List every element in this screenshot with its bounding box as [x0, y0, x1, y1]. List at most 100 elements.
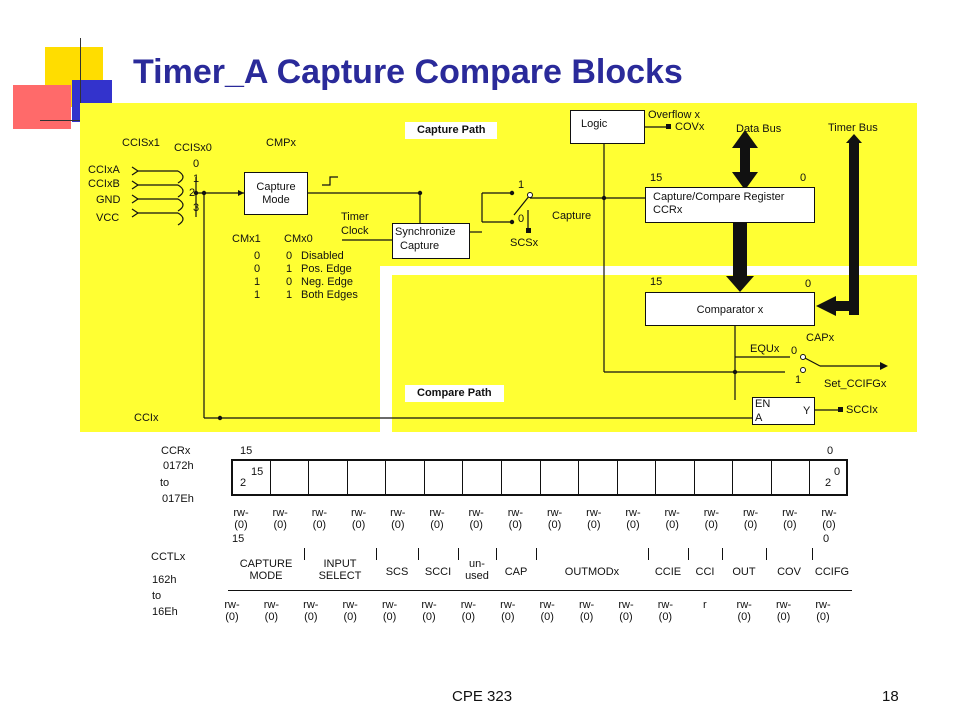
cctl-field-text: used [465, 570, 489, 582]
reset-value: (0) [547, 519, 562, 531]
ccr-bit-access: rw-(0) [778, 507, 802, 531]
access-type: rw- [350, 507, 367, 519]
cctl-field-divider [812, 548, 813, 560]
ccr-bit-access: rw-(0) [464, 507, 488, 531]
cctl-field-divider [688, 548, 689, 560]
reset-value: (0) [312, 519, 327, 531]
input-ccixb: CCIxB [88, 178, 120, 190]
ccr-reg-addr-start: 0172h [163, 460, 194, 472]
ccr-bit-divider [500, 459, 502, 496]
access-type: rw- [782, 507, 798, 519]
access-type: rw- [546, 507, 563, 519]
cm-row-b1: 0 [254, 250, 261, 262]
cctl-bit-access: rw-(0) [220, 599, 244, 623]
cctl-field: CCIFG [812, 566, 852, 578]
access-type: rw- [664, 507, 680, 519]
ccix-label: CCIx [134, 412, 159, 424]
deco-vertical-line [80, 38, 81, 133]
cctl-bit-access: rw-(0) [811, 599, 835, 623]
reset-value: (0) [579, 611, 594, 623]
reset-value: (0) [822, 519, 836, 531]
access-type: rw- [460, 599, 477, 611]
page-title: Timer_A Capture Compare Blocks [133, 53, 683, 91]
reset-value: (0) [304, 611, 318, 623]
capx-label: CAPx [806, 332, 835, 344]
reset-value: (0) [743, 519, 758, 531]
data-bus-label: Data Bus [736, 123, 782, 135]
timer-clock-label-2: Clock [341, 225, 369, 237]
ccr-bit-access: rw-(0) [582, 507, 606, 531]
ccr-inner-lsb-0: 0 [834, 466, 841, 478]
switch-one-label: 1 [795, 374, 802, 386]
reset-value: (0) [783, 519, 797, 531]
access-type: rw- [586, 507, 602, 519]
ccr-reg-lsb: 0 [827, 445, 834, 457]
covx-label: COVx [675, 121, 705, 133]
cctl-field: OUT [722, 566, 766, 578]
ccisx1-label: CCISx1 [122, 137, 160, 149]
cctl-bit-access: rw-(0) [299, 599, 323, 623]
ccr-bit-divider [732, 459, 734, 496]
ccr-box-line1: Capture/Compare Register [653, 191, 785, 203]
reset-value: (0) [816, 611, 830, 623]
cctl-field-text: OUT [732, 566, 756, 578]
cctl-field-text: OUTMODx [564, 566, 620, 578]
reset-value: (0) [704, 519, 719, 531]
cm-row-b0: 0 [286, 276, 293, 288]
reset-value: (0) [273, 519, 287, 531]
latch-y-label: Y [803, 405, 811, 417]
ccr-bit-divider [423, 459, 425, 496]
cctl-bit-access: rw-(0) [338, 599, 362, 623]
cctl-bit-access: rw-(0) [772, 599, 796, 623]
reset-value: (0) [234, 519, 248, 531]
access-type: rw- [578, 599, 595, 611]
overflow-label: Overflow x [648, 109, 700, 121]
cctl-field-text: CAP [504, 566, 528, 578]
access-type: rw- [736, 599, 752, 611]
reset-value: (0) [469, 519, 483, 531]
ccr-bit-access: rw-(0) [268, 507, 292, 531]
cctl-field: SCS [376, 566, 418, 578]
timer-bus-label: Timer Bus [828, 122, 878, 134]
reset-value: (0) [343, 611, 357, 623]
reset-value: (0) [351, 519, 366, 531]
cctl-field-divider [722, 548, 723, 560]
cm-row-b1: 0 [254, 263, 261, 275]
mux-index-1: 1 [193, 173, 200, 185]
cctl-field-text: INPUT [323, 558, 357, 570]
cctl-bit-access: rw-(0) [417, 599, 441, 623]
ccr-bit-divider [308, 459, 310, 496]
cctl-field-text: CCIFG [814, 566, 850, 578]
reset-value: (0) [658, 611, 673, 623]
cctl-field-divider [536, 548, 537, 560]
scs-input-zero: 0 [518, 213, 525, 225]
capture-signal-label: Capture [552, 210, 592, 222]
access-type: rw- [703, 507, 720, 519]
ccr-bit-divider [809, 459, 811, 496]
sccix-label: SCCIx [846, 404, 878, 416]
access-type: rw- [263, 599, 280, 611]
reset-value: (0) [264, 611, 279, 623]
cctl-bit-access: rw-(0) [653, 599, 677, 623]
reset-value: (0) [587, 519, 601, 531]
input-gnd: GND [96, 194, 121, 206]
cctl-field: SCCI [418, 566, 458, 578]
cctl-field: CCI [688, 566, 722, 578]
cctl-field-text: CCIE [654, 566, 682, 578]
access-type: rw- [421, 599, 437, 611]
capture-path-panel-lower [80, 266, 380, 432]
access-type: rw- [390, 507, 406, 519]
cctl-field: OUTMODx [536, 566, 648, 578]
cm-row-b1: 1 [254, 276, 261, 288]
ccr-bit-divider [578, 459, 580, 496]
reset-value: (0) [382, 611, 397, 623]
cm-row-b1: 1 [254, 289, 261, 301]
reset-value: (0) [422, 611, 436, 623]
cm-row-b0: 1 [286, 263, 293, 275]
access-type: rw- [468, 507, 484, 519]
ccr-bit-divider [462, 459, 464, 496]
ccr-bit-divider [385, 459, 387, 496]
reset-value: (0) [737, 611, 751, 623]
scs-input-one: 1 [518, 179, 525, 191]
